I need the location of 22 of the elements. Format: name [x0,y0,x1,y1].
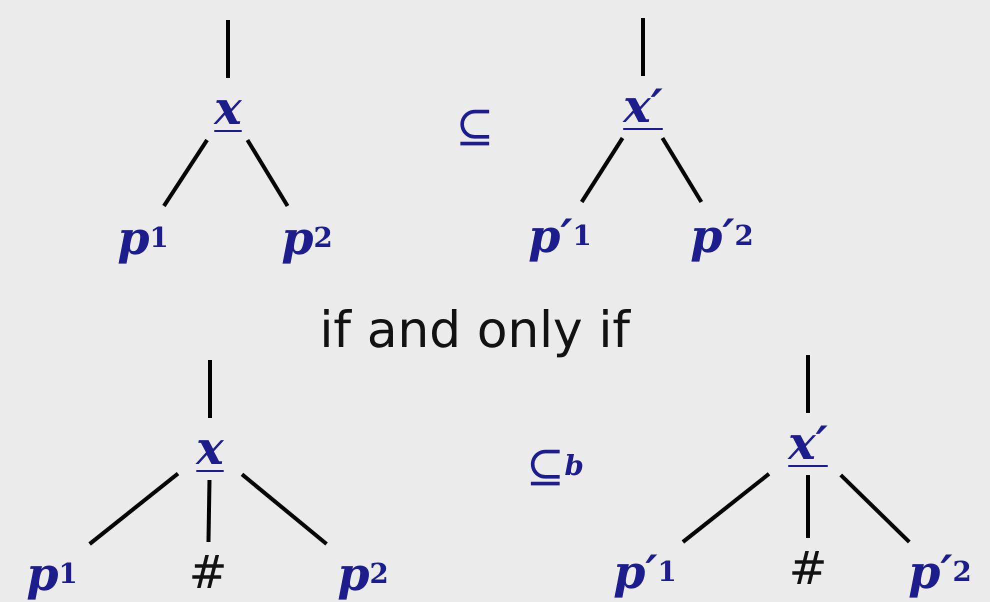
tree-root-variable: x′ [773,415,843,471]
tree-root-variable: x [200,80,256,136]
hash-symbol: # [180,546,236,598]
tree-branch-line [206,480,212,542]
tree-branch-line [839,474,911,544]
equivalence-text: if and only if [320,305,630,355]
subset-symbol: ⊆ [456,103,494,149]
tree-branch-line [580,136,624,204]
tree-branch-line [226,20,230,78]
tree-branch-line [208,360,212,418]
tree-branch-line [162,138,209,208]
tree-branch-line [88,472,180,546]
tree-root-variable: x [182,420,238,476]
tree-branch-line [246,138,290,208]
tree-branch-line [682,472,770,544]
tree-branch-line [641,18,645,76]
tree-branch-line [806,475,810,538]
tree-branch-line [240,472,328,546]
hash-symbol: # [780,542,836,594]
tree-branch-line [806,355,810,413]
tree-branch-line [660,136,704,204]
tree-root-variable: x′ [608,78,678,134]
